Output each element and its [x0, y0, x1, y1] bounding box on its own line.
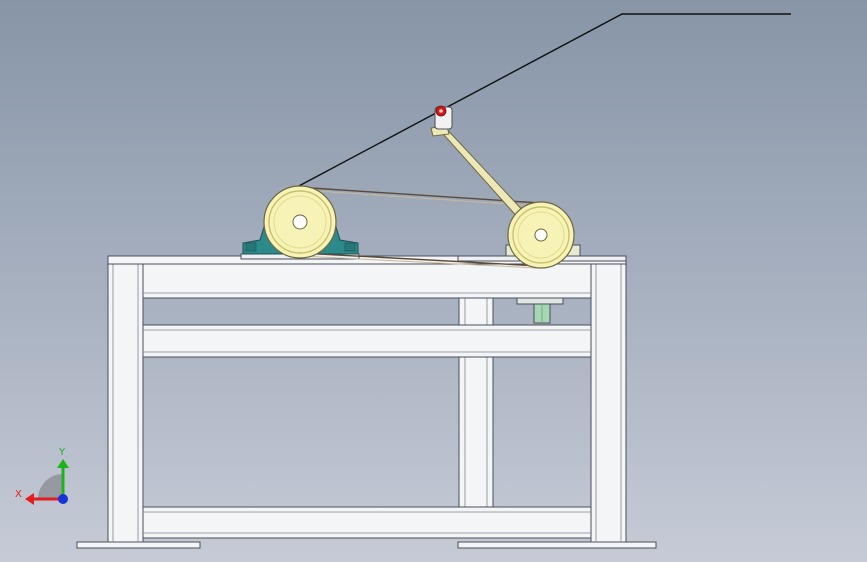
leader-line: [296, 13, 791, 188]
y-axis-label: Y: [58, 447, 66, 458]
pivot-block: [434, 105, 453, 130]
frame-middle-rail: [142, 324, 592, 358]
frame-bottom-rail: [142, 506, 592, 539]
x-axis-label: X: [15, 489, 22, 500]
pulley-right: [507, 201, 575, 269]
base-foot-right: [457, 541, 657, 549]
coordinate-triad: Y X: [15, 447, 69, 505]
frame-left-post: [107, 261, 144, 543]
z-axis-icon: [58, 494, 68, 504]
drive-belt: [295, 186, 541, 269]
frame-right-post: [590, 261, 627, 543]
frame-top-rail: [142, 263, 592, 299]
rail-support-block: [516, 297, 564, 324]
pulley-left: [263, 185, 337, 259]
base-foot-left: [76, 541, 201, 549]
tension-arm: [430, 123, 529, 221]
